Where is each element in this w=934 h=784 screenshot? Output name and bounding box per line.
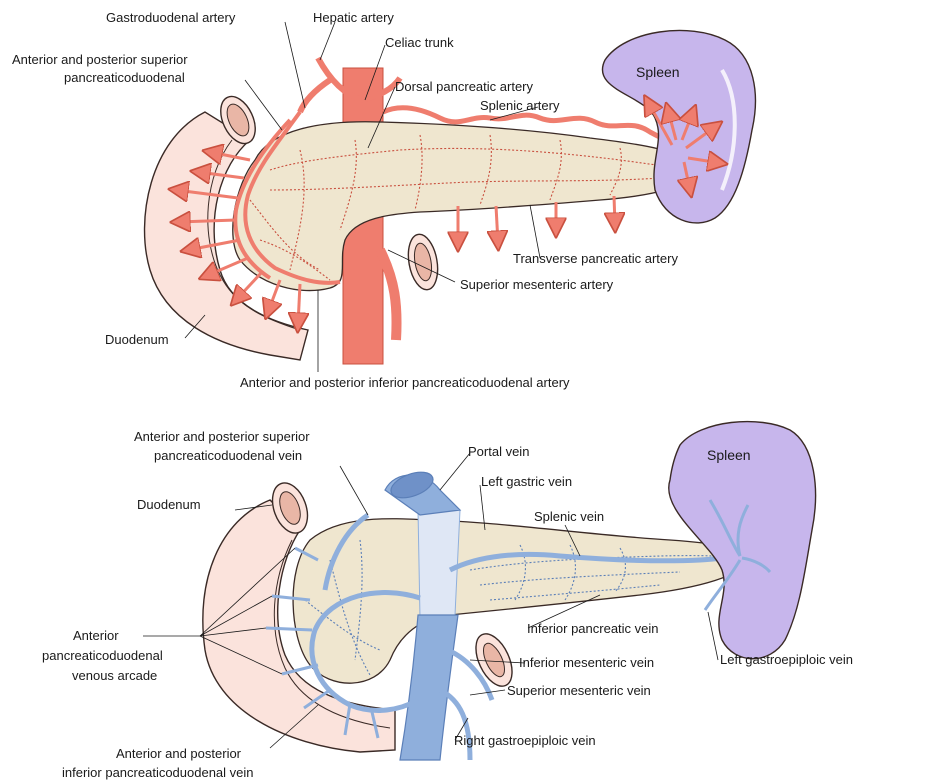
- label-gastroduodenal-artery: Gastroduodenal artery: [106, 10, 236, 25]
- label-ant-post-inferior-vein-2: inferior pancreaticoduodenal vein: [62, 765, 254, 780]
- label-superior-mesenteric-vein: Superior mesenteric vein: [507, 683, 651, 698]
- label-ant-post-superior-2: pancreaticoduodenal: [64, 70, 185, 85]
- arterial-panel: Gastroduodenal artery Hepatic artery Cel…: [12, 10, 755, 390]
- label-celiac-trunk: Celiac trunk: [385, 35, 454, 50]
- label-duodenum-venous: Duodenum: [137, 497, 201, 512]
- label-ant-post-inferior-artery: Anterior and posterior inferior pancreat…: [240, 375, 570, 390]
- label-transverse-pancreatic-artery: Transverse pancreatic artery: [513, 251, 678, 266]
- label-left-gastroepiploic-vein: Left gastroepiploic vein: [720, 652, 853, 667]
- label-right-gastroepiploic-vein: Right gastroepiploic vein: [454, 733, 596, 748]
- label-arcade-2: pancreaticoduodenal: [42, 648, 163, 663]
- label-inferior-pancreatic-vein: Inferior pancreatic vein: [527, 621, 659, 636]
- label-splenic-vein: Splenic vein: [534, 509, 604, 524]
- label-portal-vein: Portal vein: [468, 444, 529, 459]
- label-ant-post-inferior-vein-1: Anterior and posterior: [116, 746, 242, 761]
- label-duodenum-arterial: Duodenum: [105, 332, 169, 347]
- label-hepatic-artery: Hepatic artery: [313, 10, 394, 25]
- label-left-gastric-vein: Left gastric vein: [481, 474, 572, 489]
- portal-vein-behind: [418, 510, 460, 618]
- venous-panel: Anterior and posterior superior pancreat…: [42, 422, 853, 780]
- label-arcade-1: Anterior: [73, 628, 119, 643]
- label-dorsal-pancreatic-artery: Dorsal pancreatic artery: [395, 79, 533, 94]
- label-inferior-mesenteric-vein: Inferior mesenteric vein: [519, 655, 654, 670]
- label-splenic-artery: Splenic artery: [480, 98, 560, 113]
- label-arcade-3: venous arcade: [72, 668, 157, 683]
- superior-mesenteric-vein-trunk: [400, 615, 458, 760]
- label-ant-post-superior-1: Anterior and posterior superior: [12, 52, 188, 67]
- label-spleen-arterial: Spleen: [636, 64, 680, 80]
- label-spleen-venous: Spleen: [707, 447, 751, 463]
- label-ant-post-superior-vein-2: pancreaticoduodenal vein: [154, 448, 302, 463]
- label-ant-post-superior-vein-1: Anterior and posterior superior: [134, 429, 310, 444]
- label-superior-mesenteric-artery: Superior mesenteric artery: [460, 277, 614, 292]
